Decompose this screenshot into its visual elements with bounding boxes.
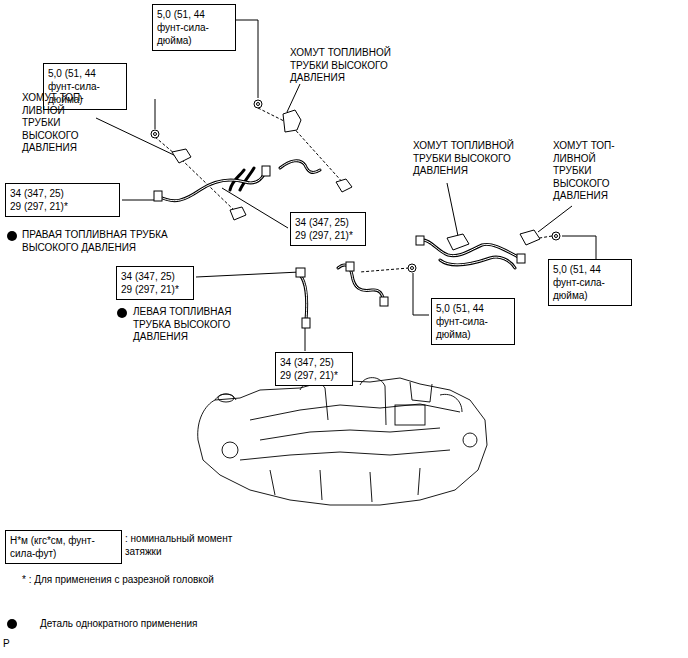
torque-value: Н*м (кгс*см, фунт-сила-фут) [10, 534, 117, 560]
torque-value: 5,0 (51, 44 фунт-сила-дюйма) [157, 8, 231, 47]
torque-value: 29 (297, 21)* [280, 369, 348, 382]
torque-box: 5,0 (51, 44 фунт-сила-дюйма) [152, 4, 236, 51]
torque-value: 29 (297, 21)* [10, 200, 115, 213]
torque-value: 34 (347, 25) [280, 356, 348, 369]
part-name: ХОМУТ ТОП-ЛИВНОЙ ТРУБКИ ВЫСОКОГО ДАВЛЕНИ… [553, 140, 625, 203]
torque-value: 34 (347, 25) [295, 216, 361, 229]
page-mark: P [3, 638, 23, 651]
part-name: ХОМУТ ТОПЛИВНОЙ ТРУБКИ ВЫСОКОГО ДАВЛЕНИЯ [290, 47, 425, 85]
part-name: ЛЕВАЯ ТОПЛИВНАЯ ТРУБКА ВЫСОКОГО ДАВЛЕНИЯ [133, 306, 233, 344]
legend-text: Деталь однократного применения [40, 618, 300, 631]
torque-box: 5,0 (51, 44 фунт-сила-дюйма) [548, 259, 632, 306]
torque-value: 5,0 (51, 44 фунт-сила-дюйма) [553, 263, 627, 302]
part-name: ХОМУТ ТОП-ЛИВНОЙ ТРУБКИ ВЫСОКОГО ДАВЛЕНИ… [22, 92, 94, 155]
torque-box: 34 (347, 25)29 (297, 21)* [116, 266, 194, 300]
part-name: ХОМУТ ТОПЛИВНОЙ ТРУБКИ ВЫСОКОГО ДАВЛЕНИЯ [413, 140, 523, 178]
legend-text: : номинальный момент затяжки [125, 533, 260, 558]
torque-box: 34 (347, 25)29 (297, 21)* [290, 212, 366, 246]
torque-box: 5,0 (51, 44 фунт-сила-дюйма) [431, 298, 515, 345]
torque-value: 5,0 (51, 44 фунт-сила-дюйма) [436, 302, 510, 341]
part-name: ПРАВАЯ ТОПЛИВНАЯ ТРУБКА ВЫСОКОГО ДАВЛЕНИ… [22, 229, 182, 254]
torque-box: 34 (347, 25)29 (297, 21)* [275, 352, 353, 386]
torque-value: 34 (347, 25) [121, 270, 189, 283]
torque-box: 34 (347, 25)29 (297, 21)* [5, 183, 120, 217]
torque-value: 29 (297, 21)* [121, 283, 189, 296]
note: * : Для применения с разрезной головкой [22, 574, 322, 587]
torque-value: 29 (297, 21)* [295, 229, 361, 242]
legend-torque-box: Н*м (кгс*см, фунт-сила-фут) [5, 530, 122, 564]
torque-value: 34 (347, 25) [10, 187, 115, 200]
